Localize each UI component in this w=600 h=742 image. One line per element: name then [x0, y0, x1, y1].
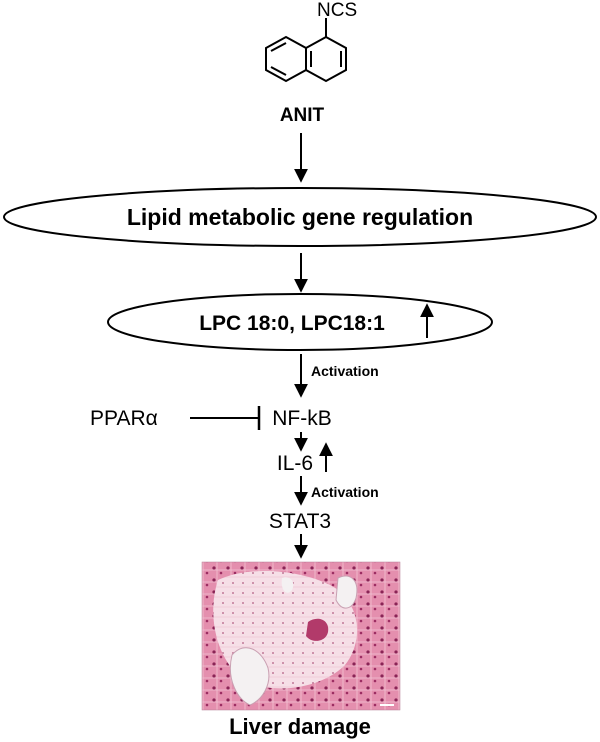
il6-label: IL-6 — [277, 452, 313, 475]
ncs-group-label: NCS — [317, 0, 357, 21]
vessel-lumen-3 — [281, 577, 294, 593]
vessel-lumen-1 — [230, 647, 270, 706]
activation-label-2: Activation — [311, 484, 379, 500]
lpc-ellipse — [107, 293, 493, 351]
hemorrhage-focus — [306, 618, 329, 641]
nfkb-label: NF-kB — [272, 407, 332, 430]
vessel-lumen-2 — [335, 575, 358, 609]
liver-damage-label: Liver damage — [229, 714, 371, 739]
ppar-label: PPARα — [90, 407, 158, 430]
liver-histology-image — [201, 561, 401, 711]
lpc-label: LPC 18:0, LPC18:1 — [199, 312, 385, 335]
anit-structure — [265, 18, 347, 83]
lipid-regulation-ellipse — [3, 187, 597, 247]
lipid-regulation-label: Lipid metabolic gene regulation — [127, 204, 473, 230]
activation-label-1: Activation — [311, 363, 379, 379]
anit-label: ANIT — [280, 105, 325, 126]
stat3-label: STAT3 — [269, 510, 331, 533]
